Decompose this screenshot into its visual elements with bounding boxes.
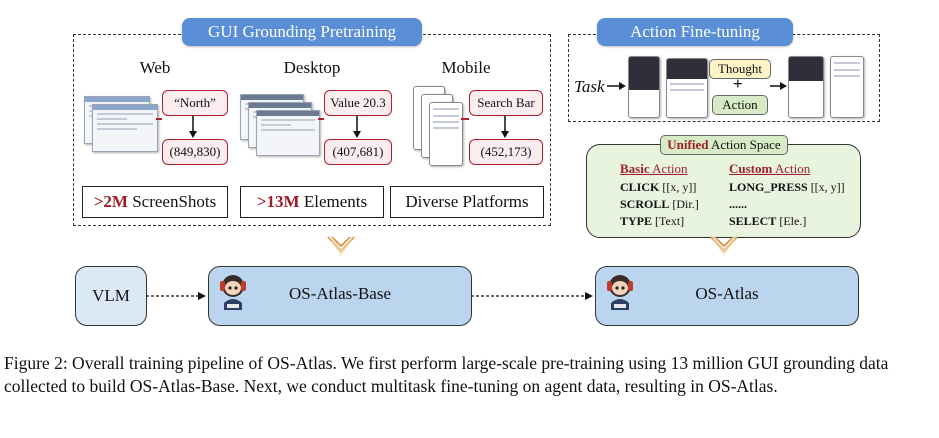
web-header: Web	[139, 58, 171, 77]
stat-platforms-label: Diverse Platforms	[405, 192, 529, 211]
result-phone-1	[788, 56, 824, 118]
stat-elements: >13M Elements	[240, 186, 384, 218]
stat-platforms: Diverse Platforms	[390, 186, 544, 218]
os-atlas-base-box: OS-Atlas-Base	[208, 266, 472, 326]
stat-screenshots-label: ScreenShots	[127, 192, 217, 211]
mobile-query: Search Bar	[469, 90, 543, 116]
action-label: Action	[712, 95, 768, 115]
figure-caption: Figure 2: Overall training pipeline of O…	[4, 353, 889, 396]
action-arg: [Text]	[652, 214, 685, 228]
desktop-coord: (407,681)	[324, 139, 392, 165]
basic-action-header: Basic Action	[620, 161, 688, 177]
basic-action-click: CLICK [[x, y]]	[620, 180, 696, 195]
result-phone-2	[830, 56, 864, 118]
thought-label: Thought	[709, 59, 771, 79]
action-name: TYPE	[620, 214, 653, 228]
dashed-arrow-icon	[146, 292, 206, 300]
chevron-down-icon	[710, 236, 738, 256]
desktop-connector	[318, 118, 324, 120]
chevron-down-icon	[327, 236, 355, 256]
os-atlas-label: OS-Atlas	[695, 284, 759, 303]
right-arrow-icon	[770, 82, 787, 90]
mobile-connector	[461, 118, 469, 120]
custom-action-long-press: LONG_PRESS [[x, y]]	[729, 180, 845, 195]
action-name: LONG_PRESS	[729, 180, 808, 194]
action-space-panel	[586, 144, 861, 238]
web-coord: (849,830)	[162, 139, 228, 165]
mascot-avatar-icon	[220, 275, 246, 310]
mascot-avatar-icon	[607, 275, 633, 310]
basic-action-scroll: SCROLL [Dir.]	[620, 197, 699, 212]
stat-screenshots-value: >2M	[93, 192, 128, 211]
down-arrow-icon	[189, 115, 197, 138]
custom-action-ellipsis: ......	[729, 197, 747, 212]
action-arg: [Ele.]	[776, 214, 807, 228]
custom-action-select: SELECT [Ele.]	[729, 214, 806, 229]
os-atlas-box: OS-Atlas	[595, 266, 859, 326]
finetuning-title: Action Fine-tuning	[597, 18, 793, 46]
desktop-header: Desktop	[283, 58, 341, 77]
vlm-box: VLM	[75, 266, 147, 326]
web-arrow	[189, 115, 197, 139]
plus-sign: +	[733, 74, 743, 93]
action-name: ......	[729, 197, 747, 211]
action-name: SELECT	[729, 214, 777, 228]
stat-screenshots: >2M ScreenShots	[82, 186, 228, 218]
stat-elements-label: Elements	[299, 192, 368, 211]
action-arg: [[x, y]]	[659, 180, 697, 194]
pretraining-title: GUI Grounding Pretraining	[182, 18, 422, 46]
action-space-word: Action Space	[708, 137, 781, 152]
unified-word: Unified	[667, 137, 709, 152]
web-query: “North”	[162, 90, 228, 116]
right-arrow-icon	[607, 82, 626, 90]
dashed-arrow-icon	[471, 292, 593, 300]
desktop-screenshot	[256, 110, 320, 156]
stat-elements-value: >13M	[256, 192, 300, 211]
task-phone-1	[628, 56, 660, 118]
unified-action-space-label: Unified Action Space	[660, 135, 788, 155]
mobile-screenshot	[429, 102, 463, 166]
basic-word: Basic	[620, 161, 650, 176]
basic-action-word: Action	[649, 161, 688, 176]
action-name: CLICK	[620, 180, 660, 194]
basic-action-type: TYPE [Text]	[620, 214, 684, 229]
task-label: Task	[574, 77, 605, 96]
custom-word: Custom	[729, 161, 773, 176]
action-arg: [Dir.]	[669, 197, 699, 211]
mobile-coord: (452,173)	[469, 139, 543, 165]
os-atlas-base-label: OS-Atlas-Base	[289, 284, 391, 303]
web-connector	[156, 118, 162, 120]
web-screenshot	[92, 104, 158, 152]
custom-action-word: Action	[772, 161, 811, 176]
task-phone-2	[666, 58, 708, 118]
mobile-header: Mobile	[441, 58, 491, 77]
action-arg: [[x, y]]	[807, 180, 845, 194]
down-arrow-icon	[501, 115, 509, 138]
down-arrow-icon	[353, 115, 361, 138]
desktop-query: Value 20.3	[324, 90, 392, 116]
custom-action-header: Custom Action	[729, 161, 810, 177]
action-name: SCROLL	[620, 197, 670, 211]
